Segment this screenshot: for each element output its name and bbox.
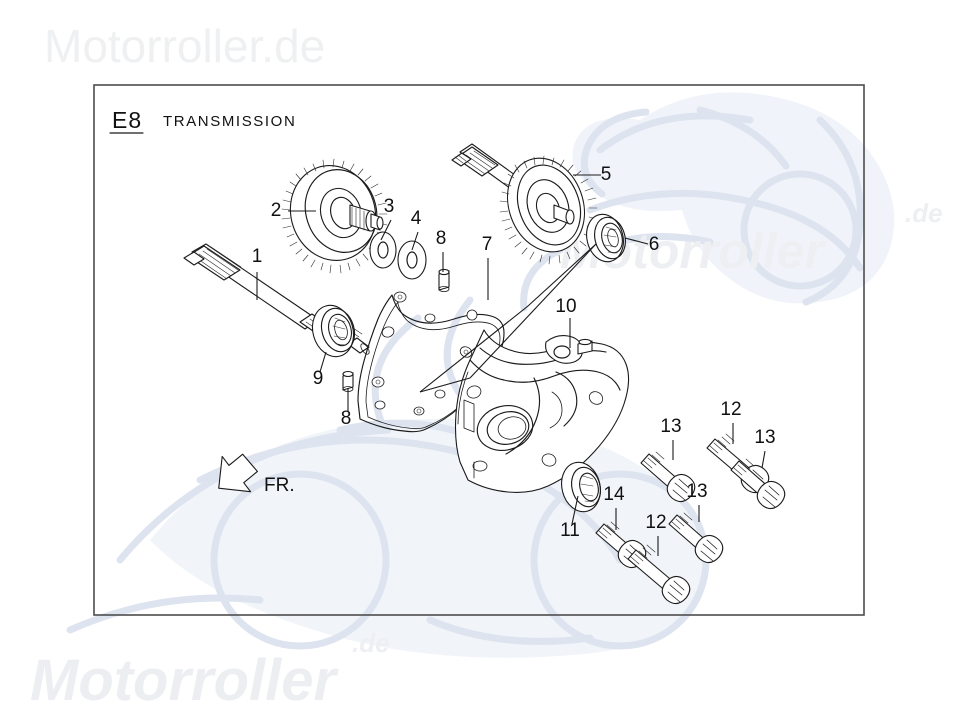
callout-number: 7: [482, 234, 493, 255]
part-transmission-case-cover: [454, 329, 630, 493]
part-transmission-case-gasket: [357, 291, 505, 433]
callout-number: 13: [686, 481, 707, 502]
part-counter-gear-assembly: [281, 158, 388, 274]
part-bolt-flange-b: [730, 458, 786, 510]
callout-number: 12: [645, 512, 666, 533]
callout-number: 9: [313, 368, 324, 389]
callout-dowel-pin-lower: 8: [341, 388, 352, 429]
callout-number: 3: [384, 196, 395, 217]
callout-bolt-flange-a: 13: [660, 416, 682, 460]
callout-leader-line: [761, 450, 766, 469]
callout-leader-line: [411, 231, 419, 251]
part-bolt-flange-long-lower: [627, 544, 691, 605]
part-bolt-flange-a: [640, 451, 696, 503]
part-final-shaft-gear: [451, 143, 598, 265]
callout-number: 8: [436, 228, 447, 249]
page-title: TRANSMISSION: [163, 113, 296, 130]
callout-number: 1: [252, 246, 263, 267]
callout-oil-seal-output: 11: [560, 495, 580, 541]
diagram-frame: [93, 84, 865, 616]
callout-number: 14: [603, 484, 625, 505]
callout-bolt-flange-b: 13: [754, 427, 776, 469]
callout-number: 2: [271, 200, 282, 221]
front-direction-label: FR.: [264, 475, 295, 496]
callout-leader-line: [571, 495, 579, 525]
callout-number: 5: [601, 164, 612, 185]
part-dowel-pin-lower: [342, 370, 354, 392]
callout-number: 13: [660, 416, 681, 437]
callout-final-shaft-gear: 5: [573, 164, 611, 185]
callout-bolt-flange-short: 14: [603, 484, 625, 530]
part-oil-seal-output: [561, 461, 601, 513]
part-bearing-left: [311, 304, 356, 358]
part-dowel-pin-upper: [438, 268, 450, 292]
callout-bearing-6202: 6: [624, 234, 660, 255]
callout-bolt-flange-c: 13: [686, 481, 708, 522]
assembly-construction-lines: [419, 243, 597, 393]
callout-transmission-case-cover: 10: [555, 296, 577, 348]
part-bolt-flange-c: [668, 512, 724, 564]
callout-transmission-case-gasket: 7: [482, 234, 493, 300]
callout-drive-shaft: 1: [252, 246, 263, 300]
callout-bolt-flange-long-upper: 12: [720, 399, 742, 444]
callout-number: 4: [411, 208, 422, 229]
callout-bolt-flange-long-lower: 12: [645, 512, 667, 556]
section-code: E8: [112, 107, 142, 133]
callout-washer-large: 4: [411, 208, 422, 251]
callout-number: 10: [555, 296, 576, 317]
front-direction-arrow: [218, 453, 258, 493]
part-washer-large: [397, 240, 427, 280]
part-bearing-6202: [586, 213, 626, 263]
callout-number: 8: [341, 408, 352, 429]
callout-leader-line: [624, 237, 649, 245]
callout-dowel-pin-upper: 8: [436, 228, 447, 272]
part-washer-small: [369, 231, 397, 269]
callout-number: 6: [649, 234, 660, 255]
callout-washer-small: 3: [380, 196, 395, 241]
callout-leader-line: [319, 351, 327, 373]
callout-leader-line: [380, 219, 392, 241]
callout-number: 13: [754, 427, 775, 448]
callout-number: 11: [560, 520, 580, 541]
callout-bearing-left: 9: [313, 351, 327, 389]
callout-counter-gear-assembly: 2: [271, 200, 316, 221]
callout-number: 12: [720, 399, 741, 420]
